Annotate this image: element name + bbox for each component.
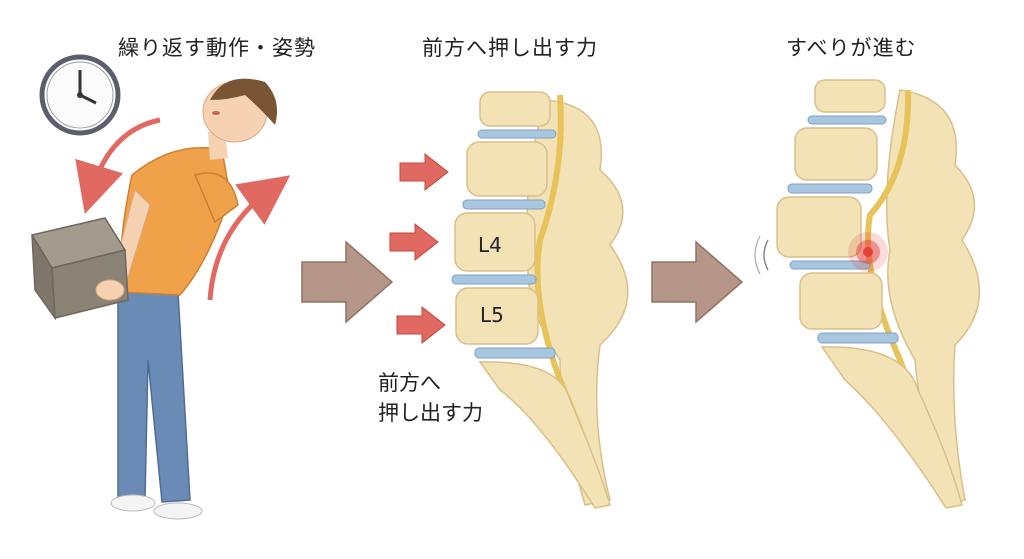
spine-illustration-forward-force: L4 L5 [451, 91, 629, 509]
panel-title-forward-force: 前方へ押し出す力 [422, 36, 598, 60]
next-arrow-icon [651, 240, 744, 324]
forward-force-label: 前方へ 押し出す力 [378, 368, 483, 428]
clock-icon [39, 54, 121, 136]
spine-illustration-slipped [754, 79, 981, 509]
motion-arrow-down [75, 117, 161, 214]
person-figure [109, 78, 278, 520]
panel-title-repeated-motion: 繰り返す動作・姿勢 [118, 36, 316, 60]
push-arrow-icon [399, 152, 449, 192]
forward-force-label-line1: 前方へ [378, 371, 441, 395]
pain-spot-icon [848, 232, 888, 272]
motion-arrow-up [207, 175, 291, 301]
panel-title-slip-progresses: すべりが進む [786, 36, 917, 60]
vertebra-label-l4: L4 [478, 233, 502, 257]
vertebra-label-l5: L5 [480, 303, 504, 327]
push-arrow-icon [396, 305, 446, 345]
forward-force-label-line2: 押し出す力 [378, 401, 483, 425]
box-icon [30, 217, 129, 321]
next-arrow-icon [301, 240, 394, 324]
push-arrow-icon [389, 222, 439, 262]
